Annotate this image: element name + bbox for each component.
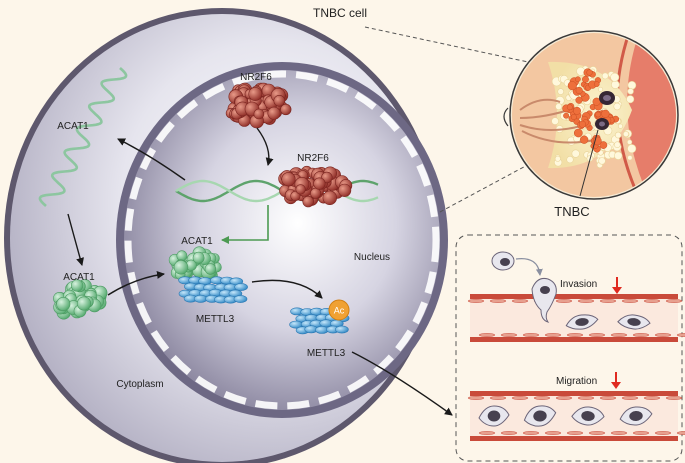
acat1-protein-nuclear <box>168 246 222 282</box>
tumor-cells-invasion <box>565 314 651 330</box>
invasion-label: Invasion <box>560 279 597 290</box>
mettl3-ac-label: METTL3 <box>307 348 346 359</box>
cytoplasm-label: Cytoplasm <box>116 379 163 390</box>
arrow-gene-to-acat1 <box>221 205 269 244</box>
nucleus-label: Nucleus <box>354 252 390 263</box>
arrow-nr2f6-to-dna <box>256 127 274 166</box>
tumor-cells-migration <box>478 405 653 427</box>
breast-tissue-view <box>503 30 679 200</box>
acat1-cytoplasm-label: ACAT1 <box>63 272 95 283</box>
invasion-down-arrow <box>612 277 622 294</box>
migration-down-arrow <box>611 372 621 389</box>
acat1-mrna-strand <box>38 67 128 207</box>
nucleus <box>116 62 448 418</box>
arrow-to-acetylated-mettl3 <box>251 279 323 299</box>
invading-cell <box>531 278 557 323</box>
acat1-protein-cytoplasm <box>53 279 108 320</box>
tumor-lobules <box>562 68 620 153</box>
acetyl-badge-label: Ac <box>334 306 345 316</box>
tumor-cell <box>619 406 653 426</box>
nr2f6-dna-label: NR2F6 <box>297 153 329 164</box>
tumor-cell <box>478 405 510 427</box>
circulating-cell <box>491 251 515 271</box>
acat1-nuclear-label: ACAT1 <box>181 236 213 247</box>
vessel-wall-cells <box>467 299 685 337</box>
tnbc-tissue-label: TNBC <box>554 204 589 219</box>
vessel-wall-cells <box>467 396 685 435</box>
acat1-mrna-label: ACAT1 <box>57 121 89 132</box>
tumor-cell <box>617 314 651 330</box>
migration-label: Migration <box>556 376 597 387</box>
arrow-mrna-to-protein <box>67 213 84 266</box>
mettl3-protein <box>178 276 248 304</box>
pathway-arrows <box>67 127 453 416</box>
nr2f6-protein-dna <box>278 165 353 208</box>
nr2f6-protein-top <box>225 82 292 129</box>
nr2f6-top-label: NR2F6 <box>240 72 272 83</box>
mettl3-label: METTL3 <box>196 314 235 325</box>
invasion-panel: Invasion <box>467 251 685 342</box>
arrow-cyto-to-nucleus <box>107 270 165 296</box>
tumor-cell <box>523 405 557 427</box>
acetyl-badge: Ac <box>328 299 350 321</box>
arrow-dna-to-mrna <box>117 138 186 181</box>
tumor-cell <box>571 406 605 426</box>
phenotype-panel <box>455 234 683 462</box>
arrow-to-phenotype <box>351 351 453 416</box>
adipose-dots <box>551 65 637 169</box>
migration-panel: Migration <box>467 372 685 441</box>
tumor-cell <box>565 314 599 330</box>
cell-title: TNBC cell <box>313 6 367 20</box>
